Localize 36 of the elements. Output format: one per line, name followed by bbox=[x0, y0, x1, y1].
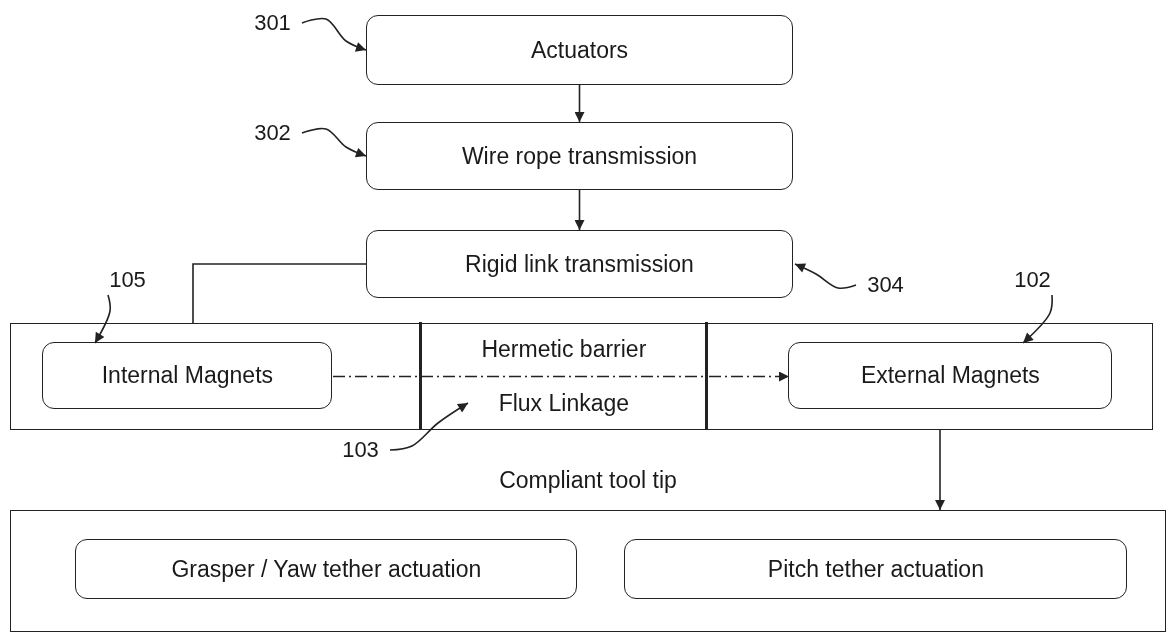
box-label: Rigid link transmission bbox=[465, 250, 694, 278]
connector-line bbox=[192, 263, 367, 324]
box-label: Internal Magnets bbox=[101, 362, 274, 390]
process-box bbox=[366, 230, 793, 298]
callout-number: 105 bbox=[100, 267, 155, 293]
frame-box bbox=[10, 323, 1153, 430]
frame-heading: Compliant tool tip bbox=[498, 467, 678, 494]
process-box bbox=[75, 539, 578, 600]
leader-line bbox=[1022, 294, 1053, 344]
barrier-label: Hermetic barrier bbox=[480, 336, 648, 364]
leader-line bbox=[94, 294, 111, 344]
leader-line bbox=[301, 17, 367, 52]
process-box bbox=[624, 539, 1128, 600]
flux-label: Flux Linkage bbox=[497, 390, 631, 418]
arrow bbox=[935, 429, 945, 511]
box-label: External Magnets bbox=[860, 362, 1040, 390]
box-label: Grasper / Yaw tether actuation bbox=[171, 555, 482, 583]
process-box bbox=[366, 15, 793, 85]
callout-number: 302 bbox=[245, 120, 300, 146]
callout-number: 304 bbox=[858, 272, 913, 298]
process-box bbox=[366, 122, 793, 190]
leader-line bbox=[794, 263, 857, 289]
leader-line bbox=[301, 127, 367, 158]
callout-number: 102 bbox=[1005, 267, 1060, 293]
arrow bbox=[574, 189, 585, 231]
callout-number: 103 bbox=[333, 437, 388, 463]
box-label: Wire rope transmission bbox=[461, 142, 698, 170]
box-label: Pitch tether actuation bbox=[767, 555, 984, 583]
barrier-band bbox=[419, 322, 709, 430]
box-label: Actuators bbox=[530, 36, 629, 64]
process-box bbox=[42, 342, 333, 410]
leader-line bbox=[389, 402, 469, 451]
arrow bbox=[708, 371, 790, 382]
arrow bbox=[574, 84, 585, 123]
process-box bbox=[788, 342, 1113, 410]
callout-number: 301 bbox=[245, 10, 300, 36]
